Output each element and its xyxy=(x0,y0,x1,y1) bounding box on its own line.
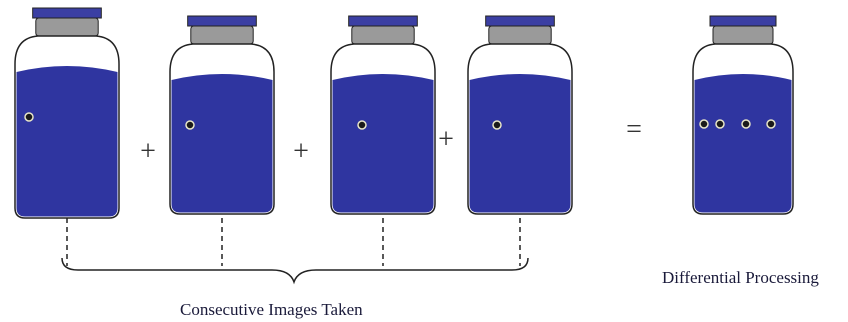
grouping-brace xyxy=(62,258,528,282)
bottle-1-cap xyxy=(33,8,102,18)
bottle-3 xyxy=(331,16,435,214)
bottle-2-liquid xyxy=(172,74,273,213)
bottle-1-particle-1 xyxy=(25,113,33,121)
bottle-4-neck xyxy=(489,26,551,44)
bottle-2-cap xyxy=(188,16,257,26)
bottle-3-liquid xyxy=(333,74,434,213)
bottle-2-particle-1 xyxy=(186,121,194,129)
result-bottle-particle-2 xyxy=(716,120,724,128)
plus-operator-3: + xyxy=(438,124,454,155)
bottle-3-cap xyxy=(349,16,418,26)
bottle-1 xyxy=(15,8,119,218)
result-bottle-neck xyxy=(713,26,773,44)
bottle-1-liquid xyxy=(17,66,118,217)
plus-operator-2: + xyxy=(293,136,309,167)
bottle-1-neck xyxy=(36,18,98,36)
bottle-4-cap xyxy=(486,16,555,26)
bottle-4 xyxy=(468,16,572,214)
result-bottle-particle-1 xyxy=(700,120,708,128)
bottle-4-liquid xyxy=(470,74,571,213)
result-bottle-liquid xyxy=(695,74,792,213)
bottle-3-particle-1 xyxy=(358,121,366,129)
equals-operator: = xyxy=(626,114,642,145)
result-bottle-particle-3 xyxy=(742,120,750,128)
result-bottle-cap xyxy=(710,16,776,26)
caption-differential-processing: Differential Processing xyxy=(662,268,819,288)
plus-operator-1: + xyxy=(140,136,156,167)
result-bottle xyxy=(693,16,793,214)
caption-consecutive-images: Consecutive Images Taken xyxy=(180,300,363,320)
result-bottle-particle-4 xyxy=(767,120,775,128)
bottle-3-neck xyxy=(352,26,414,44)
bottle-2-neck xyxy=(191,26,253,44)
bottle-2 xyxy=(170,16,274,214)
bottle-4-particle-1 xyxy=(493,121,501,129)
